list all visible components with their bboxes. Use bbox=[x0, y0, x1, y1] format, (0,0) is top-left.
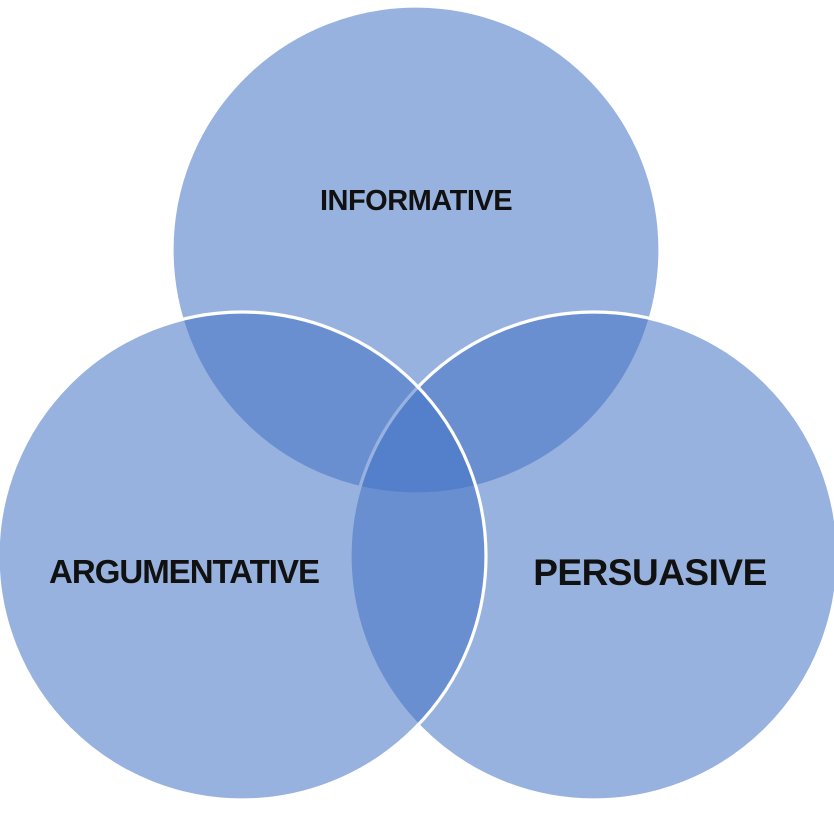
label-persuasive: PERSUASIVE bbox=[533, 552, 767, 593]
circle-argumentative bbox=[0, 310, 488, 802]
label-informative: INFORMATIVE bbox=[320, 185, 512, 217]
label-argumentative: ARGUMENTATIVE bbox=[49, 553, 319, 590]
